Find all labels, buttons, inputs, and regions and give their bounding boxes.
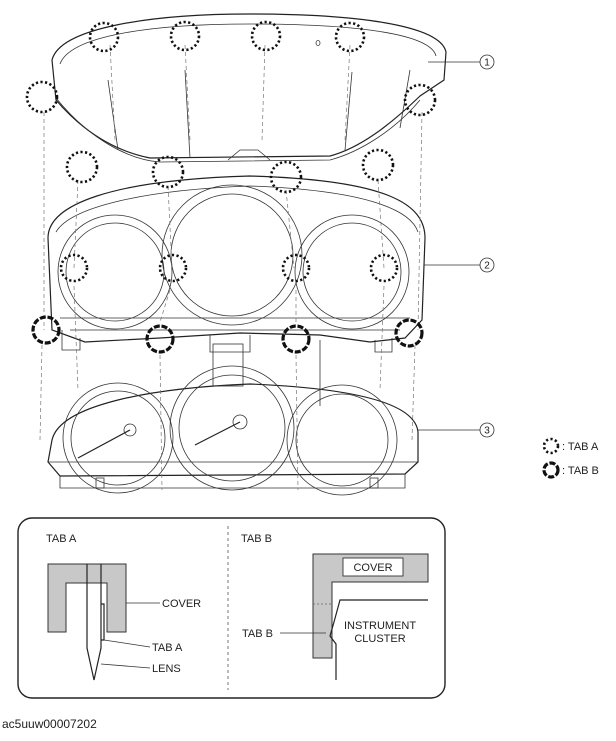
callout-3-label: 3 <box>484 426 490 437</box>
tab-a-markers <box>25 20 437 283</box>
cover-part <box>47 175 426 353</box>
tab-b-markers <box>31 315 424 354</box>
legend-tab-a-label: : TAB A <box>562 441 599 453</box>
instrument-cluster-label-1: INSTRUMENT <box>344 620 416 632</box>
lens-label: LENS <box>152 663 181 675</box>
legend: : TAB A : TAB B <box>542 437 599 479</box>
lens-part <box>51 13 447 163</box>
callout-1: 1 <box>428 54 495 70</box>
tab-a-detail: TAB A COVER TAB A LENS <box>46 533 201 681</box>
tab-b-detail: TAB B COVER TAB B INSTRUMENT CLUSTER <box>241 533 429 680</box>
tab-b-detail-title: TAB B <box>241 533 272 545</box>
callout-3: 3 <box>418 422 495 438</box>
legend-tab-b-icon <box>542 461 560 479</box>
callout-2-label: 2 <box>484 261 490 272</box>
cover-label-a: COVER <box>162 598 201 610</box>
tab-a-detail-title: TAB A <box>46 533 77 545</box>
cover-label-b: COVER <box>353 562 392 574</box>
detail-box: TAB A COVER TAB A LENS TAB B COVER TAB B… <box>17 517 446 699</box>
instrument-cluster-label-2: CLUSTER <box>354 633 405 645</box>
legend-tab-b-label: : TAB B <box>562 465 599 477</box>
callout-1-label: 1 <box>484 58 490 69</box>
callout-2: 2 <box>424 257 495 273</box>
figure-code: ac5uuw00007202 <box>2 717 97 731</box>
tab-b-label: TAB B <box>242 628 273 640</box>
assembly-guide-lines <box>39 44 423 491</box>
legend-tab-a-icon <box>542 437 560 455</box>
cluster-part <box>47 340 419 496</box>
tab-a-label: TAB A <box>152 642 183 654</box>
